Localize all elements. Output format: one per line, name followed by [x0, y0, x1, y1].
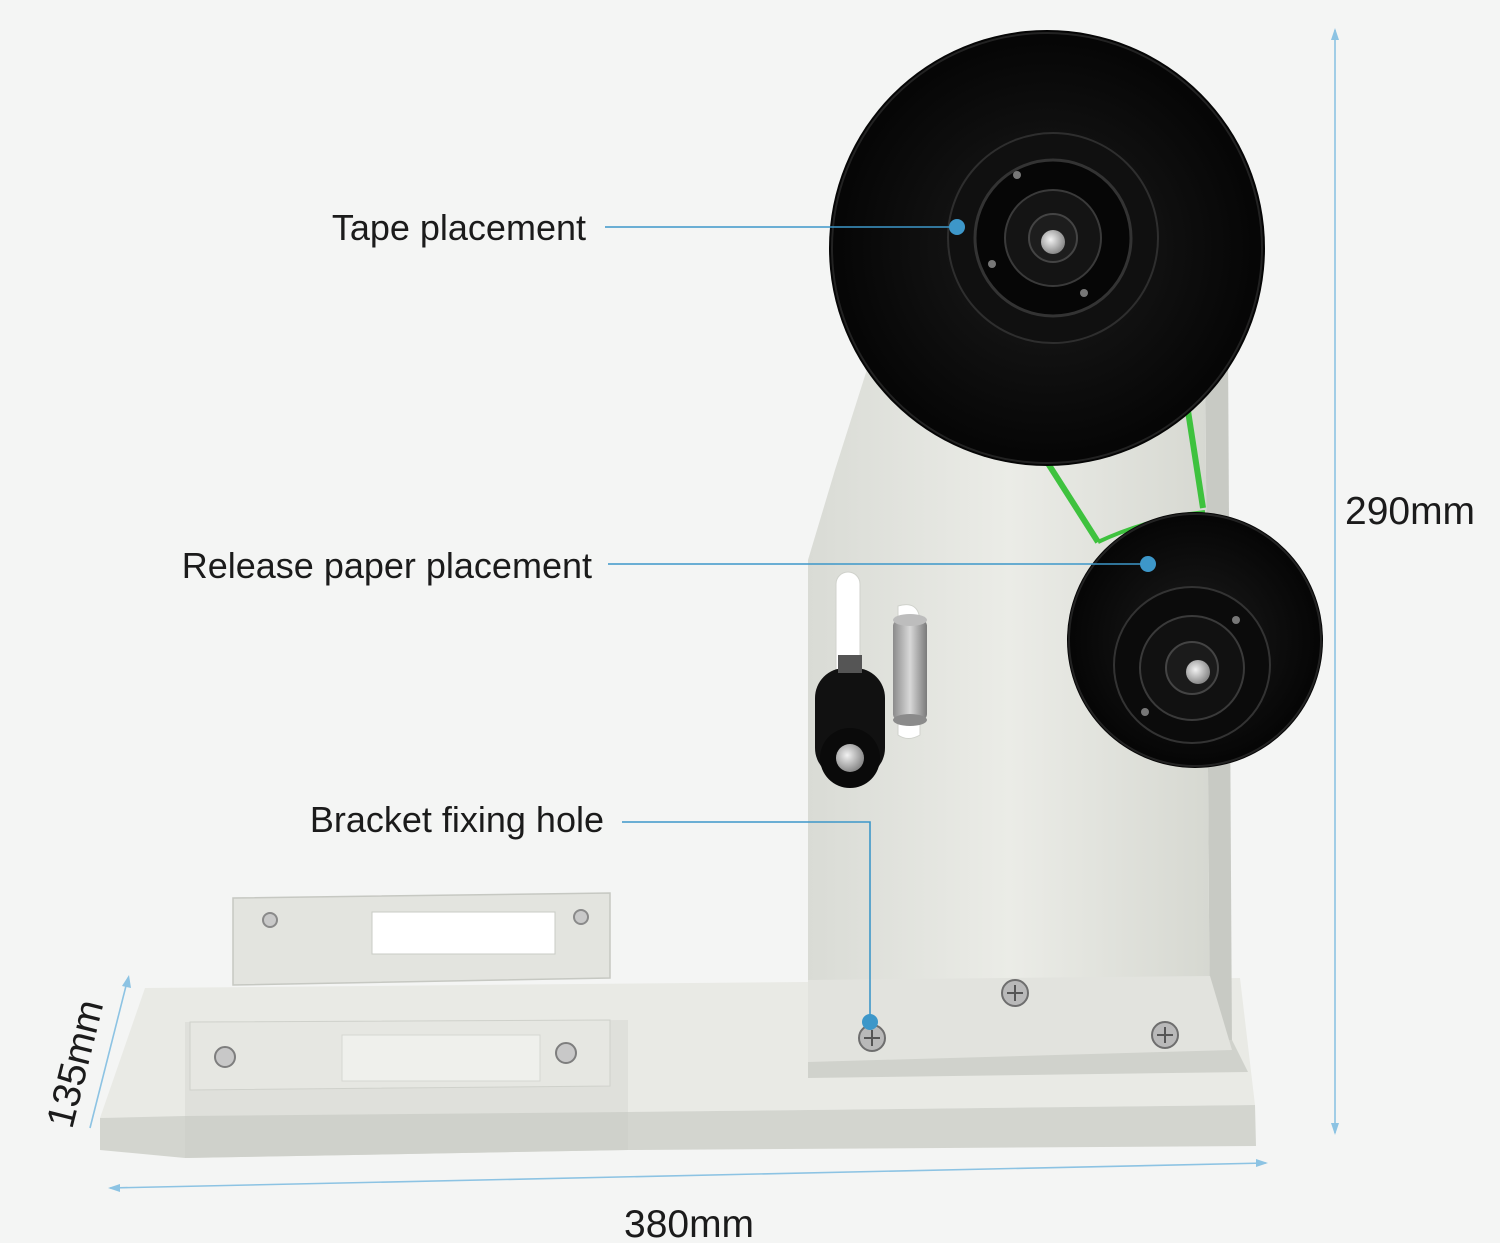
callout-release-placement: Release paper placement [182, 545, 1156, 586]
dimension-width-label: 380mm [624, 1203, 754, 1243]
dimension-height-label: 290mm [1345, 490, 1475, 533]
guide-roller [815, 655, 885, 788]
foot-screw [1001, 979, 1029, 1007]
tape-reel [829, 30, 1265, 466]
rear-bracket [232, 892, 611, 986]
dimension-height: 290mm [1331, 28, 1475, 1135]
callout-tape-label: Tape placement [332, 207, 586, 248]
release-reel [1067, 512, 1323, 768]
front-slide-plate [189, 1019, 611, 1091]
callout-tape-placement: Tape placement [332, 207, 965, 248]
callout-bracket-hole: Bracket fixing hole [310, 799, 878, 1030]
dimension-depth-label: 135mm [39, 996, 112, 1133]
callout-release-label: Release paper placement [182, 545, 592, 586]
guide-rod [893, 614, 927, 726]
callout-bracket-label: Bracket fixing hole [310, 799, 604, 840]
dimension-width: 380mm [108, 1159, 1268, 1243]
foot-screw [1151, 1021, 1179, 1049]
